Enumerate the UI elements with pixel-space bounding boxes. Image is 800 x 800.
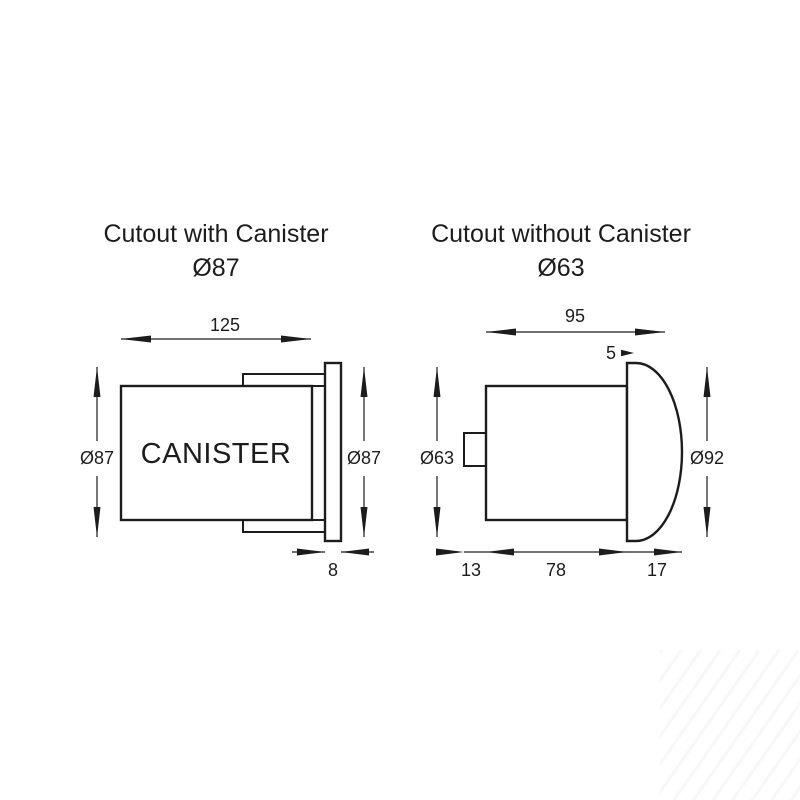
right-dim-lip-label: 5	[606, 343, 616, 363]
arrow-left-icon	[486, 328, 516, 336]
left-dim-diameter-left-label: Ø87	[80, 448, 114, 468]
fixture-body	[484, 384, 629, 522]
right-drawing-diameter: Ø63	[537, 254, 584, 282]
arrow-right-icon	[599, 548, 627, 556]
right-dim-bottom-chain: 13 78 17	[436, 548, 682, 580]
arrow-left-icon	[341, 548, 369, 556]
left-dim-flange: 8	[292, 548, 374, 580]
left-dim-width-label: 125	[210, 315, 240, 335]
left-dim-flange-label: 8	[328, 560, 338, 580]
canister-shapes: CANISTER	[119, 361, 343, 543]
arrow-up-icon	[433, 367, 441, 397]
arrow-down-icon	[93, 507, 101, 537]
left-dim-diameter-right-label: Ø87	[347, 448, 381, 468]
right-dim-face: Ø92	[690, 367, 724, 537]
left-dim-width: 125	[121, 315, 311, 343]
fixture-shapes	[463, 361, 684, 543]
right-dim-cutout: Ø63	[420, 367, 454, 537]
right-dim-tab-label: 13	[461, 560, 481, 580]
arrow-up-icon	[93, 367, 101, 397]
right-dim-width: 95	[486, 306, 665, 336]
canister-body-label: CANISTER	[141, 438, 292, 470]
arrow-right-icon	[635, 328, 665, 336]
arrow-right-icon	[621, 349, 634, 357]
right-dim-body-label: 78	[546, 560, 566, 580]
arrow-right-icon	[281, 335, 311, 343]
canister-flange	[323, 361, 343, 543]
watermark	[660, 650, 800, 800]
arrow-right-icon	[654, 548, 682, 556]
left-dim-diameter-right: Ø87	[347, 367, 381, 537]
left-dim-diameter-left: Ø87	[80, 367, 114, 537]
arrow-down-icon	[433, 507, 441, 537]
arrow-up-icon	[360, 367, 368, 397]
right-dim-dome-label: 17	[647, 560, 667, 580]
canister-top-step	[242, 373, 326, 387]
arrow-right-icon	[297, 548, 325, 556]
canister-body	[119, 384, 314, 522]
left-drawing-diameter: Ø87	[192, 254, 239, 282]
right-drawing-title: Cutout without Canister	[431, 220, 691, 248]
arrow-right-icon	[436, 548, 464, 556]
right-dim-width-label: 95	[565, 306, 585, 326]
canister-bottom-step	[242, 519, 326, 533]
fixture-rear-tab	[463, 432, 487, 467]
left-drawing-title: Cutout with Canister	[103, 220, 328, 248]
right-dim-cutout-label: Ø63	[420, 448, 454, 468]
arrow-left-icon	[121, 335, 151, 343]
right-dim-face-label: Ø92	[690, 448, 724, 468]
arrow-down-icon	[703, 507, 711, 537]
left-drawing: Cutout with Canister Ø87 125 CANISTER	[80, 220, 381, 580]
right-drawing: Cutout without Canister Ø63 95 5	[420, 220, 724, 580]
fixture-dome-lens	[625, 361, 684, 543]
arrow-down-icon	[360, 507, 368, 537]
arrow-up-icon	[703, 367, 711, 397]
right-dim-lip: 5	[606, 343, 634, 363]
